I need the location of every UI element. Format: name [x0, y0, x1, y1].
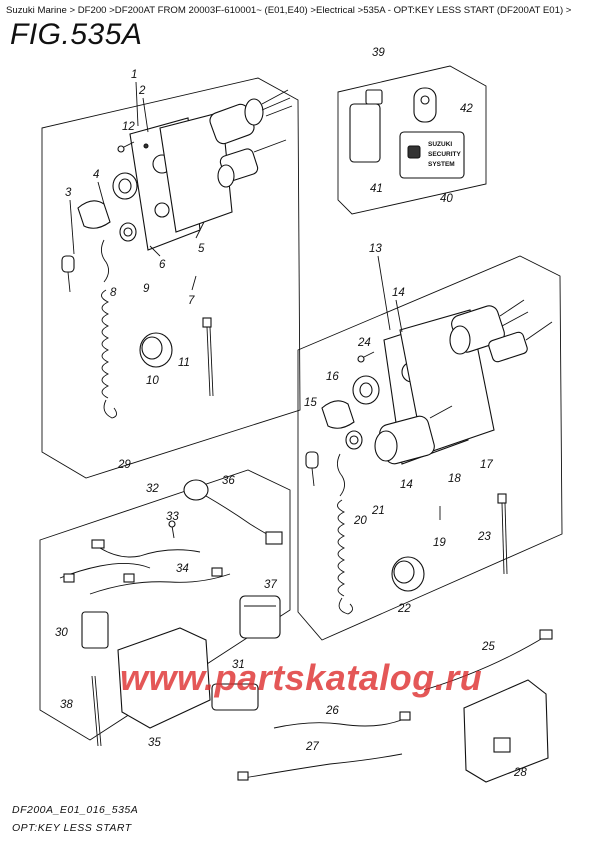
callout-27: 27	[305, 741, 319, 753]
washer	[119, 222, 137, 242]
callout-29: 29	[117, 459, 131, 471]
callout-14b: 14	[400, 479, 413, 491]
callout-41: 41	[370, 183, 383, 195]
screw-24	[357, 351, 375, 363]
callout-35: 35	[148, 737, 161, 749]
knob-15	[321, 400, 355, 429]
callout-7: 7	[188, 295, 195, 307]
module-41	[349, 89, 383, 163]
key-3	[61, 255, 75, 293]
cable-tie-23	[497, 493, 508, 575]
callout-37: 37	[264, 579, 277, 591]
tie-38	[91, 675, 102, 747]
cover-35	[117, 627, 211, 729]
engine-switch-body	[209, 89, 293, 145]
callout-21: 21	[371, 505, 385, 517]
callout-38: 38	[60, 699, 73, 711]
cable-tie-11	[202, 317, 214, 397]
callout-11: 11	[178, 357, 190, 369]
fob-42	[413, 87, 437, 123]
callout-2: 2	[138, 85, 146, 97]
battery-31	[211, 683, 259, 711]
screw-12	[117, 141, 135, 153]
key-13	[305, 451, 319, 487]
callout-42: 42	[460, 103, 473, 115]
key-knob	[77, 200, 111, 229]
callout-5: 5	[198, 243, 205, 255]
label-line-1: SUZUKI	[428, 141, 452, 148]
callout-33: 33	[166, 511, 179, 523]
cable-27	[237, 753, 403, 781]
harness-36	[183, 479, 283, 545]
callout-10: 10	[146, 375, 159, 387]
callout-23: 23	[477, 531, 491, 543]
lanyard-cord-20	[337, 453, 353, 615]
gasket-plate	[159, 111, 233, 233]
engine-switch-14	[449, 299, 553, 363]
callout-40: 40	[440, 193, 453, 205]
controller-28	[463, 679, 549, 783]
callout-34: 34	[176, 563, 189, 575]
security-label-40: SUZUKI SECURITY SYSTEM	[399, 131, 465, 179]
watermark: www.partskatalog.ru	[120, 657, 483, 698]
footer-code: DF200A_E01_016_535A	[12, 804, 139, 816]
group-frame-1	[41, 77, 301, 479]
callout-4: 4	[93, 169, 99, 181]
breadcrumb: Suzuki Marine > DF200 >DF200AT FROM 2000…	[6, 5, 572, 16]
nut-16	[352, 375, 380, 405]
nut-ring	[112, 172, 138, 200]
callout-39: 39	[372, 47, 385, 59]
callout-24: 24	[357, 337, 371, 349]
callout-18: 18	[448, 473, 461, 485]
callout-12: 12	[122, 121, 135, 133]
washer-21	[345, 430, 363, 450]
harness-32	[59, 539, 201, 583]
leader-lines	[69, 81, 441, 520]
callout-22: 22	[397, 603, 411, 615]
push-switch	[217, 139, 287, 188]
callout-8: 8	[110, 287, 117, 299]
callout-20: 20	[353, 515, 367, 527]
callout-26: 26	[325, 705, 339, 717]
callout-15: 15	[304, 397, 317, 409]
callout-numbers: 1 2 3 4 5 6 7 8 9 10 11 12 13 14 14 15 1…	[55, 47, 527, 779]
card-30	[81, 611, 109, 649]
bolt-33	[168, 520, 176, 539]
callout-25: 25	[481, 641, 495, 653]
label-line-2: SECURITY	[428, 151, 462, 158]
callout-1: 1	[131, 69, 137, 81]
callout-14a: 14	[392, 287, 405, 299]
callout-13: 13	[369, 243, 382, 255]
cable-25	[423, 629, 553, 691]
callout-36: 36	[222, 475, 235, 487]
footer-title: OPT:KEY LESS START	[12, 822, 132, 834]
cap-22	[391, 556, 425, 592]
callout-17: 17	[480, 459, 493, 471]
cap-10	[139, 332, 173, 368]
group-frame-29	[39, 469, 291, 741]
cable-26	[273, 711, 411, 729]
callout-3: 3	[65, 187, 72, 199]
figure-title: FIG.535A	[10, 18, 143, 51]
callout-6: 6	[159, 259, 166, 271]
lanyard-cord-8	[101, 239, 117, 419]
callout-31: 31	[232, 659, 245, 671]
group-frame-39	[337, 65, 487, 215]
callout-28: 28	[513, 767, 527, 779]
callout-30: 30	[55, 627, 68, 639]
relay-37	[239, 595, 281, 639]
label-line-3: SYSTEM	[428, 161, 455, 168]
callout-32: 32	[146, 483, 159, 495]
callout-19: 19	[433, 537, 446, 549]
key-switch-14	[374, 405, 453, 465]
harness-34	[89, 567, 231, 595]
callout-9: 9	[143, 283, 150, 295]
callout-16: 16	[326, 371, 339, 383]
group-frame-13	[297, 255, 563, 641]
